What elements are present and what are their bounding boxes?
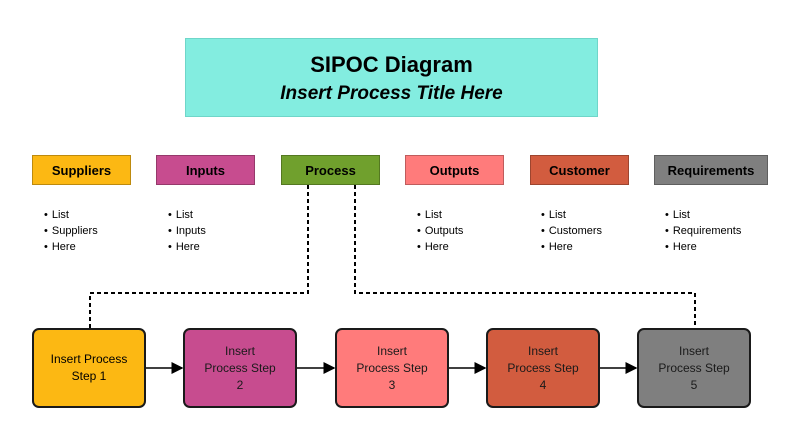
list-item: List [44, 207, 98, 223]
list-item: List [665, 207, 741, 223]
diagram-title: SIPOC Diagram [310, 52, 473, 77]
list-item: Here [665, 239, 741, 255]
process-title: Insert Process Title Here [280, 83, 503, 104]
process-step-4: Insert Process Step 4 [486, 328, 600, 408]
header-customer: Customer [530, 155, 629, 185]
process-step-5: Insert Process Step 5 [637, 328, 751, 408]
dashed-connector-right [354, 185, 696, 328]
list-item: Outputs [417, 223, 464, 239]
customer-list: List Customers Here [541, 207, 602, 255]
suppliers-list: List Suppliers Here [44, 207, 98, 255]
list-item: Inputs [168, 223, 206, 239]
requirements-list: List Requirements Here [665, 207, 741, 255]
outputs-list: List Outputs Here [417, 207, 464, 255]
list-item: Requirements [665, 223, 741, 239]
list-item: Here [417, 239, 463, 255]
process-step-2: Insert Process Step 2 [183, 328, 297, 408]
inputs-list: List Inputs Here [168, 207, 206, 255]
list-item: Here [541, 239, 602, 255]
header-process: Process [281, 155, 380, 185]
process-step-3: Insert Process Step 3 [335, 328, 449, 408]
header-requirements: Requirements [654, 155, 768, 185]
list-item: Suppliers [44, 223, 98, 239]
process-step-1: Insert Process Step 1 [32, 328, 146, 408]
list-item: Here [44, 239, 98, 255]
list-item: List [417, 207, 463, 223]
title-box: SIPOC Diagram Insert Process Title Here [185, 38, 598, 117]
header-suppliers: Suppliers [32, 155, 131, 185]
header-inputs: Inputs [156, 155, 255, 185]
dashed-connector-left [89, 185, 309, 328]
list-item: List [541, 207, 602, 223]
list-item: List [168, 207, 206, 223]
list-item: Customers [541, 223, 602, 239]
header-outputs: Outputs [405, 155, 504, 185]
list-item: Here [168, 239, 206, 255]
